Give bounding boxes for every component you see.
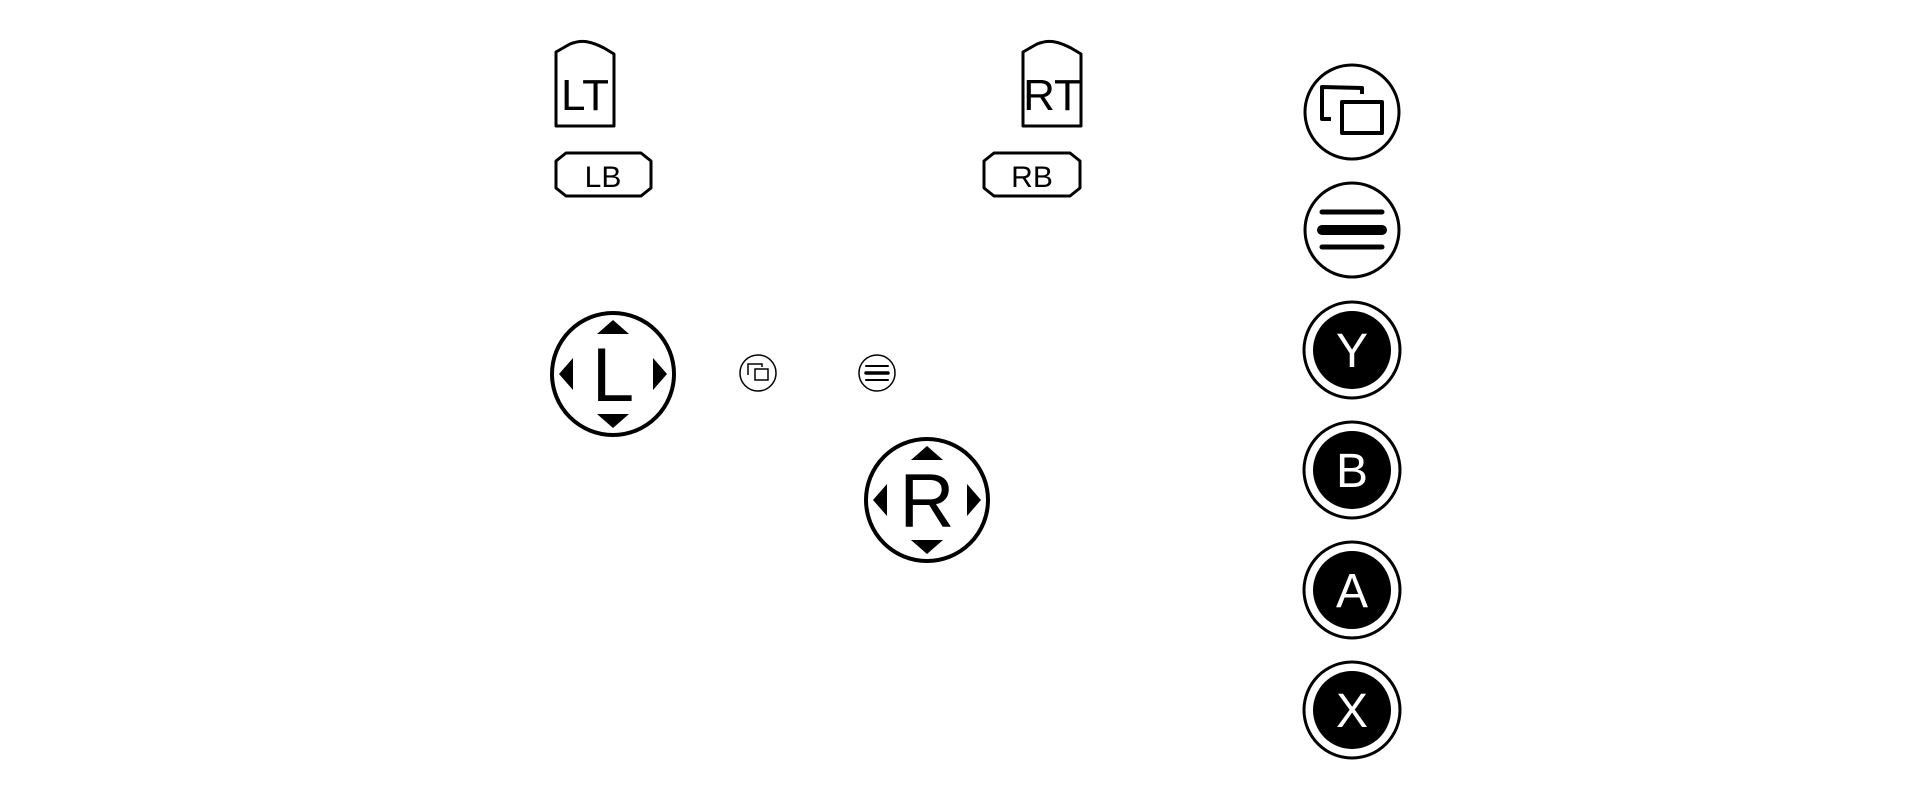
left-trigger-label: LT — [561, 71, 609, 120]
left-stick-left-arrow — [559, 358, 573, 390]
left-stick-up-arrow — [597, 320, 629, 334]
menu-button[interactable] — [858, 354, 896, 392]
right-stick-down-arrow — [911, 540, 943, 554]
right-bumper-icon[interactable]: RB — [982, 151, 1082, 198]
a-button-icon[interactable]: A — [1302, 540, 1402, 640]
menu-icon — [864, 365, 890, 381]
left-stick-icon[interactable]: L — [550, 311, 676, 437]
right-stick-icon[interactable]: R — [864, 437, 990, 563]
right-stick-right-arrow — [967, 484, 981, 516]
b-button-label: B — [1336, 445, 1368, 498]
a-button-label: A — [1336, 565, 1368, 618]
b-button-icon[interactable]: B — [1302, 420, 1402, 520]
menu-icon — [1317, 209, 1387, 250]
x-button-label: X — [1336, 685, 1368, 738]
view-icon — [747, 363, 769, 381]
x-button-icon[interactable]: X — [1302, 660, 1402, 760]
view-icon — [1320, 85, 1384, 135]
legend-menu-button[interactable] — [1303, 181, 1401, 279]
left-stick-right-arrow — [653, 358, 667, 390]
right-stick-up-arrow — [911, 446, 943, 460]
right-bumper-label: RB — [1011, 161, 1053, 194]
y-button-label: Y — [1336, 325, 1368, 378]
y-button-icon[interactable]: Y — [1302, 300, 1402, 400]
right-trigger-label: RT — [1023, 71, 1081, 120]
left-stick-label: L — [592, 333, 634, 418]
left-bumper-label: LB — [585, 161, 622, 194]
right-stick-left-arrow — [873, 484, 887, 516]
right-stick-label: R — [900, 459, 955, 544]
view-button[interactable] — [739, 354, 777, 392]
right-trigger-icon[interactable]: RT — [1021, 39, 1083, 128]
left-bumper-icon[interactable]: LB — [554, 151, 653, 198]
legend-view-button[interactable] — [1303, 63, 1401, 161]
left-stick-down-arrow — [597, 414, 629, 428]
left-trigger-icon[interactable]: LT — [554, 39, 616, 128]
